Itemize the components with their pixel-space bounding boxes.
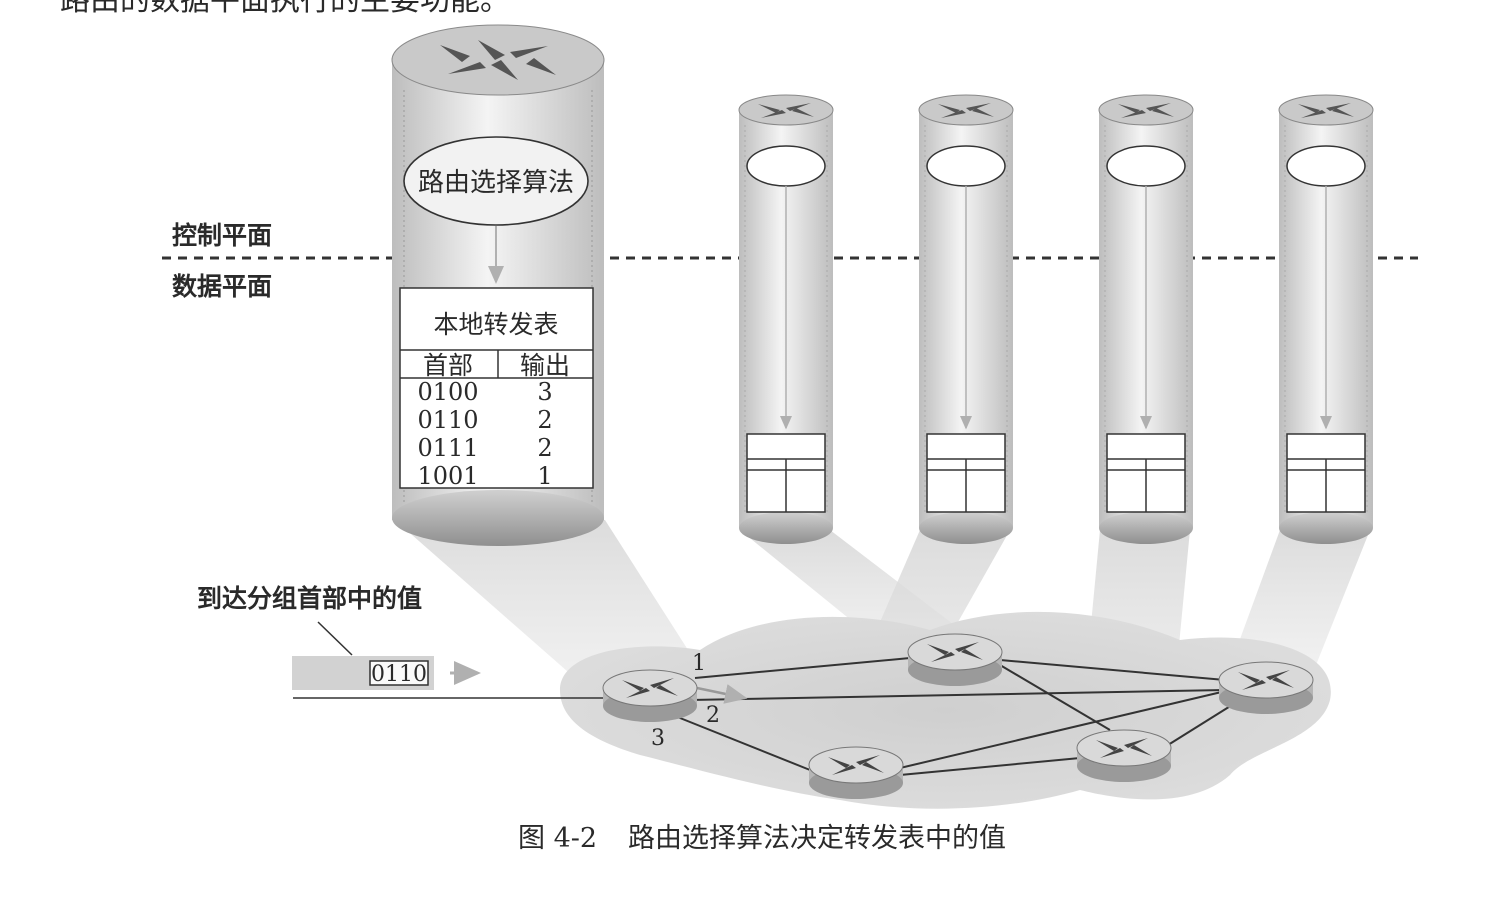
network-routers: [602, 633, 1314, 799]
router-x-icon: [927, 642, 983, 662]
link: [694, 657, 911, 679]
algorithm-ellipse-small: [1286, 145, 1366, 187]
large-router-bottom: [392, 490, 604, 546]
small-router: [1098, 94, 1194, 544]
table-cell-prefix: 1001: [417, 462, 478, 490]
table-cell-prefix: 0111: [417, 434, 478, 462]
small-routers: [738, 94, 1374, 544]
router-x-icon: [1238, 670, 1294, 690]
small-router-top: [918, 94, 1014, 126]
data-plane-label: 数据平面: [172, 272, 272, 301]
small-router-top: [738, 94, 834, 126]
network-router: [602, 669, 698, 722]
small-router: [918, 94, 1014, 544]
algorithm-ellipse-small: [746, 145, 826, 187]
network-router: [1218, 661, 1314, 714]
table-cell-output: 3: [537, 378, 552, 406]
router-x-icon: [828, 755, 884, 775]
link: [999, 664, 1111, 731]
router-x-icon: [622, 678, 678, 698]
table-row: 1001 1: [417, 462, 552, 490]
packet-leader-line: [317, 621, 353, 656]
algorithm-label: 路由选择算法: [418, 168, 574, 198]
link: [1167, 699, 1241, 746]
small-forwarding-table: [1286, 433, 1366, 513]
algorithm-ellipse-small: [1106, 145, 1186, 187]
link: [899, 757, 1081, 776]
router-x-icon: [1118, 103, 1174, 118]
small-router-top: [1278, 94, 1374, 126]
forward-arrow: [696, 684, 748, 704]
router-x-icon: [440, 40, 556, 80]
port-label-1: 1: [692, 651, 706, 676]
packet-header-box: [369, 660, 429, 686]
network-router: [907, 633, 1003, 686]
small-router-bottom: [919, 512, 1013, 544]
link: [899, 689, 1231, 769]
network-links: [664, 657, 1241, 776]
table-header-output: 输出: [520, 351, 570, 380]
link: [664, 711, 811, 771]
port-label-2: 2: [706, 703, 720, 728]
table-cell-output: 2: [537, 434, 552, 462]
control-plane-label: 控制平面: [172, 221, 272, 250]
router-x-icon: [758, 103, 814, 118]
table-cell-output: 2: [537, 406, 552, 434]
small-router-bottom: [1279, 512, 1373, 544]
small-forwarding-table: [746, 433, 826, 513]
small-router-bottom: [1099, 512, 1193, 544]
forwarding-table: 本地转发表 首部 输出 0100 3 0110 2 0111 2 1001 1: [399, 287, 594, 490]
table-cell-prefix: 0100: [417, 378, 478, 406]
figure-caption: 路由选择算法决定转发表中的值: [628, 823, 1006, 854]
forwarding-table-frame: [399, 287, 594, 489]
small-forwarding-table: [1106, 433, 1186, 513]
table-header-prefix: 首部: [423, 351, 473, 380]
table-row: 0111 2: [417, 434, 552, 462]
network-router: [808, 746, 904, 799]
table-row: 0100 3: [417, 378, 552, 406]
port-label-3: 3: [651, 726, 665, 751]
small-router: [1278, 94, 1374, 544]
small-router-bottom: [739, 512, 833, 544]
small-router: [738, 94, 834, 544]
table-row: 0110 2: [417, 406, 552, 434]
router-x-icon: [1298, 103, 1354, 118]
router-x-icon: [938, 103, 994, 118]
packet-header-label: 到达分组首部中的值: [197, 584, 422, 613]
small-forwarding-table: [926, 433, 1006, 513]
figure-number: 图 4-2: [518, 823, 597, 854]
table-cell-prefix: 0110: [417, 406, 478, 434]
algorithm-ellipse-small: [926, 145, 1006, 187]
router-x-icon: [1096, 738, 1152, 758]
forwarding-table-title: 本地转发表: [433, 310, 558, 339]
algorithm-ellipse: [403, 136, 589, 226]
top-text-fragment: 路由的数据平面执行的主要功能。: [60, 0, 510, 18]
small-router-top: [1098, 94, 1194, 126]
large-router: 路由选择算法 本地转发表 首部 输出 0100 3 0110 2 0111 2: [391, 24, 605, 546]
large-router-top: [391, 24, 605, 96]
network-router: [1076, 729, 1172, 782]
link: [689, 689, 1226, 701]
packet: 0110: [292, 656, 481, 690]
table-cell-output: 1: [537, 462, 552, 490]
link: [999, 659, 1226, 681]
packet-header-value: 0110: [371, 662, 427, 687]
